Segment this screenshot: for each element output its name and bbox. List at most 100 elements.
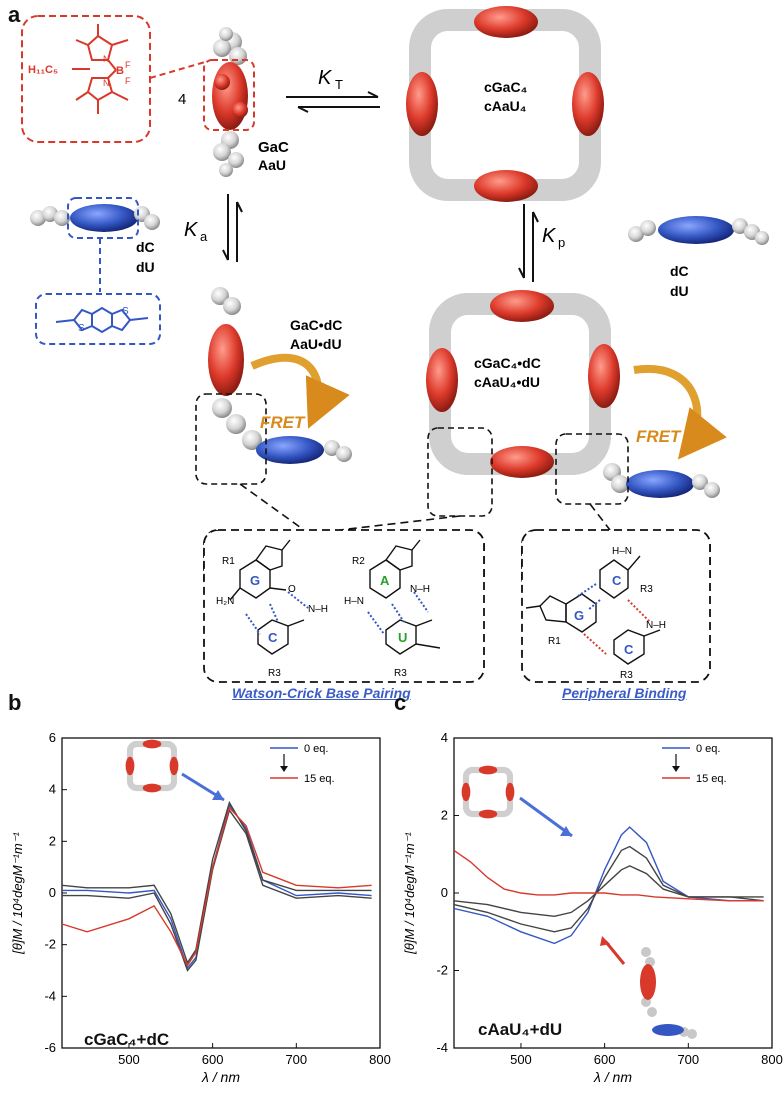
r1-label: R1	[222, 556, 235, 567]
chart-b-xtick-label: 800	[369, 1052, 391, 1067]
chart-b-legend-label-1: 15 eq.	[304, 773, 335, 785]
svg-text:N: N	[103, 78, 110, 88]
bodipy-structure-box	[21, 15, 151, 143]
chart-b-ytick-label: -4	[44, 988, 56, 1003]
chart-c-inset-arrowhead	[560, 826, 572, 836]
panel-c-letter: c	[394, 690, 407, 715]
chart-c-xtick-label: 700	[677, 1052, 699, 1067]
base-c-peripheral-2: C	[624, 642, 634, 657]
base-g-peripheral: G	[574, 608, 584, 623]
r2-label: R2	[352, 556, 365, 567]
chart-b-series-line-2	[62, 808, 372, 972]
r3-label-2: R3	[394, 668, 407, 679]
kt-sub: T	[335, 77, 343, 92]
svg-text:N–H: N–H	[646, 620, 666, 631]
complex-left-model	[208, 287, 352, 464]
chart-b-series-line-3	[61, 806, 372, 967]
chart-c-inset-tetramer-dye-v0	[461, 782, 471, 802]
boron-label: B	[116, 65, 124, 77]
chart-b-xlabel: λ / nm	[201, 1069, 240, 1085]
base-c-peripheral: C	[612, 573, 622, 588]
r1-label-2: R1	[548, 636, 561, 647]
guest-left-label-1: dC	[136, 239, 155, 255]
guest-right-label-2: dU	[670, 283, 689, 299]
kp-label: K	[542, 225, 557, 247]
chart-b-ytick-label: 0	[49, 885, 56, 900]
monomer-gac-model	[212, 27, 248, 177]
chart-b-inset-tetramer	[125, 739, 179, 793]
cyclic-label-2: cAaU₄	[484, 98, 526, 114]
panel-a-diagram: B F F N N H₁₁C₅ 4 GaC AaU K T cGaC₄ cAaU…	[21, 6, 769, 593]
chart-c-legend-label-0: 0 eq.	[696, 743, 720, 755]
chart-c-inset-complex-atom-3	[647, 1007, 657, 1017]
complex-right-model	[426, 290, 720, 498]
panel-a-letter: a	[8, 2, 21, 27]
r3-label: R3	[268, 668, 281, 679]
fret-label-left: FRET	[260, 413, 306, 432]
chart-b-ylabel: [θ]M / 10⁴degM⁻¹m⁻¹	[10, 831, 25, 954]
guest-left-label-2: dU	[136, 259, 155, 275]
watson-crick-caption: Watson-Crick Base Pairing	[232, 685, 411, 701]
bodipy-structure	[72, 24, 129, 114]
chart-c-inset-red-arrow	[604, 941, 626, 965]
complex-left-label-2: AaU•dU	[290, 336, 342, 352]
chart-c-inset-tetramer-ring	[462, 766, 514, 818]
chart-c-ytick-label: 4	[441, 730, 448, 745]
chart-c-series-line-3	[453, 849, 764, 902]
chart-c-inset-complex-guest	[652, 1024, 684, 1036]
bodipy-substituent: H₁₁C₅	[28, 64, 58, 76]
chart-c-ytick-label: 0	[441, 885, 448, 900]
base-pair-structures: R1 G C R3 H₂N O N–H R2 A U R3 H–N N–H	[203, 530, 711, 683]
chart-b-inset-arrowhead	[212, 790, 224, 800]
ka-sub: a	[200, 229, 208, 244]
chart-b-inset-tetramer-dye-v1	[169, 756, 179, 776]
chart-c-xtick-label: 500	[510, 1052, 532, 1067]
guest-dc-right-model	[628, 216, 769, 245]
cyclic-label-1: cGaC₄	[484, 79, 527, 95]
complex-right-label-2: cAaU₄•dU	[474, 374, 540, 390]
svg-text:N–H: N–H	[308, 604, 328, 615]
chart-c-inset-complex	[640, 947, 697, 1039]
base-a: A	[380, 573, 390, 588]
thiophene-structure-box	[35, 293, 161, 345]
base-c: C	[268, 630, 278, 645]
panel-b-letter: b	[8, 690, 22, 715]
svg-text:O: O	[288, 584, 296, 595]
svg-text:N–H: N–H	[410, 584, 430, 595]
kt-label: K	[318, 67, 333, 89]
svg-text:S: S	[122, 306, 129, 317]
monomer-label-1: GaC	[258, 139, 289, 156]
chart-c-series-line-0	[453, 826, 764, 945]
base-u: U	[398, 630, 407, 645]
svg-text:F: F	[125, 76, 131, 86]
chart-c-xtick-label: 800	[761, 1052, 783, 1067]
chart-c-ytick-label: -2	[436, 963, 448, 978]
guest-dc-left-model	[30, 204, 160, 232]
chart-c-label: cAaU₄+dU	[478, 1020, 563, 1039]
chart-b-ytick-label: -2	[44, 937, 56, 952]
chart-c-inset-complex-dye	[640, 964, 656, 1000]
chart-c-series-line-1	[453, 845, 764, 933]
thiophene-structure	[55, 306, 149, 334]
chart-b-label: cGaC₄+dC	[84, 1030, 170, 1049]
chart-c-inset-complex-atom-0	[641, 947, 651, 957]
r3-label-4: R3	[620, 670, 633, 681]
chart-b-ytick-label: 2	[49, 833, 56, 848]
chart-b-ytick-label: 6	[49, 730, 56, 745]
chart-b-inset-tetramer-dye-h0	[142, 739, 162, 749]
chart-b-series-line-1	[61, 800, 372, 965]
guest-right-label-1: dC	[670, 263, 689, 279]
chart-b-inset-tetramer-dye-h1	[142, 783, 162, 793]
svg-text:H–N: H–N	[344, 596, 364, 607]
monomer-label-2: AaU	[258, 157, 286, 173]
chart-b-xtick-label: 700	[285, 1052, 307, 1067]
chart-c-inset-tetramer	[461, 765, 515, 819]
bodipy-count: 4	[178, 91, 186, 108]
ka-label: K	[184, 219, 199, 241]
fret-label-right: FRET	[636, 427, 682, 446]
chart-c-legend-arrowhead	[672, 766, 680, 772]
chart-b-xtick-label: 500	[118, 1052, 140, 1067]
chart-b-legend-arrowhead	[280, 766, 288, 772]
